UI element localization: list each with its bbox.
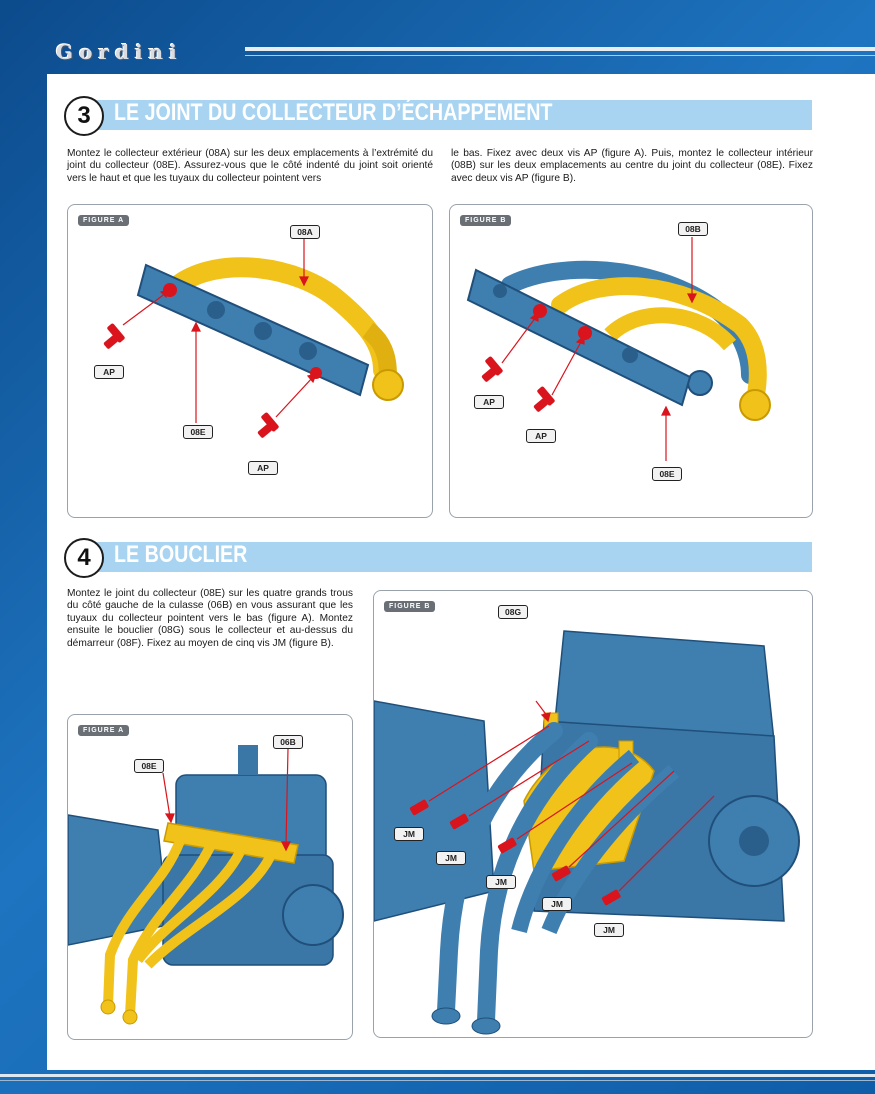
step-3-number: 3	[64, 96, 104, 136]
screw-label-ap: AP	[474, 395, 504, 409]
screw-label-jm-5: JM	[594, 923, 624, 937]
step-3-figure-a: FIGURE A	[67, 204, 433, 518]
screw-label-jm-4: JM	[542, 897, 572, 911]
step-3-header: 3 LE JOINT DU COLLECTEUR D’ÉCHAPPEMENT	[64, 96, 812, 136]
figure-tag: FIGURE A	[78, 215, 130, 226]
engine-with-manifold-drawing	[68, 745, 344, 1025]
step-4-title-bar	[94, 542, 812, 572]
part-label-06b: 06B	[273, 735, 303, 749]
figure-tag: FIGURE B	[384, 601, 436, 612]
screw-label-jm-3: JM	[486, 875, 516, 889]
step-4-number: 4	[64, 538, 104, 578]
part-label-08b: 08B	[678, 222, 708, 236]
step-3-text-right: le bas. Fixez avec deux vis AP (figure A…	[451, 148, 813, 184]
header-rule	[245, 47, 875, 51]
step-3-title-bar	[94, 100, 812, 130]
part-label-08e: 08E	[134, 759, 164, 773]
part-label-08e: 08E	[652, 467, 682, 481]
screw-label-ap-2: AP	[248, 461, 278, 475]
part-label-08a: 08A	[290, 225, 320, 239]
step-3-figure-b: FIGURE B	[449, 204, 813, 518]
footer-rule	[0, 1074, 875, 1077]
step-4-figure-b: FIGURE B	[373, 590, 813, 1038]
step-4-figure-a: FIGURE A 08E 06B	[67, 714, 353, 1040]
screw-label-ap: AP	[94, 365, 124, 379]
screw-label-ap-2: AP	[526, 429, 556, 443]
header-rule-thin	[245, 55, 875, 56]
figure-tag: FIGURE A	[78, 725, 130, 736]
step-4-title: LE BOUCLIER	[114, 541, 248, 568]
step-3-text-left: Montez le collecteur extérieur (08A) sur…	[67, 148, 433, 184]
brand-logo: Gordini	[56, 40, 183, 64]
exhaust-manifold-inner-drawing	[466, 237, 771, 461]
figure-tag: FIGURE B	[460, 215, 512, 226]
part-label-08e: 08E	[183, 425, 213, 439]
header-bar: Gordini	[0, 0, 875, 70]
step-4-text: Montez le joint du collecteur (08E) sur …	[67, 588, 353, 649]
footer-rule-thin	[0, 1080, 875, 1081]
screw-label-jm-2: JM	[436, 851, 466, 865]
screw-label-jm: JM	[394, 827, 424, 841]
step-4-header: 4 LE BOUCLIER	[64, 538, 812, 578]
exhaust-manifold-outer-drawing	[103, 237, 404, 438]
step-3-title: LE JOINT DU COLLECTEUR D’ÉCHAPPEMENT	[114, 99, 553, 126]
engine-shield-drawing	[374, 630, 800, 1035]
part-label-08g: 08G	[498, 605, 529, 619]
instruction-page: 3 LE JOINT DU COLLECTEUR D’ÉCHAPPEMENT M…	[47, 74, 875, 1070]
